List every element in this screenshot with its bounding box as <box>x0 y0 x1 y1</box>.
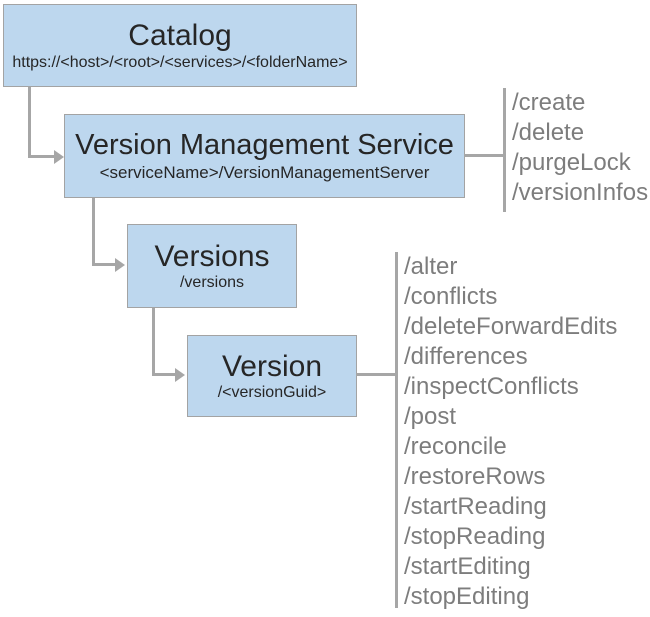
node-catalog: Catalog https://<host>/<root>/<services>… <box>3 4 357 87</box>
operation-label: /restoreRows <box>404 463 546 490</box>
connector-versions-to-version-vertical <box>152 308 155 376</box>
arrowhead-icon <box>115 258 125 272</box>
node-version-title: Version <box>221 349 323 383</box>
operation-label: /purgeLock <box>512 149 631 176</box>
operation-label: /conflicts <box>404 283 498 310</box>
node-vms-title: Version Management Service <box>75 128 454 161</box>
connector-catalog-to-vms-horizontal <box>28 155 56 158</box>
node-vms-subtitle: <serviceName>/VersionManagementServer <box>99 163 430 183</box>
connector-vms-to-versions-vertical <box>92 198 95 266</box>
operation-label: /create <box>512 89 586 116</box>
operation-label: /delete <box>512 119 585 146</box>
operation-label: /inspectConflicts <box>404 373 579 400</box>
vms-operations-bracket-line <box>503 88 506 212</box>
operation-label: /differences <box>404 343 528 370</box>
node-version: Version /<versionGuid> <box>187 335 357 417</box>
operation-label: /startReading <box>404 493 547 520</box>
operation-label: /alter <box>404 253 458 280</box>
operation-label: /startEditing <box>404 553 531 580</box>
node-version-subtitle: /<versionGuid> <box>217 384 327 402</box>
operation-label: /post <box>404 403 457 430</box>
node-catalog-subtitle: https://<host>/<root>/<services>/<folder… <box>12 54 348 72</box>
operation-label: /deleteForwardEdits <box>404 313 618 340</box>
version-operations-list: /alter/conflicts/deleteForwardEdits/diff… <box>404 252 617 612</box>
connector-version-to-operations <box>356 373 396 376</box>
operation-label: /stopReading <box>404 523 546 550</box>
connector-vms-to-operations <box>464 154 504 157</box>
node-version-management-service: Version Management Service <serviceName>… <box>64 114 465 198</box>
node-catalog-title: Catalog <box>128 18 232 52</box>
operation-label: /versionInfos <box>512 179 649 206</box>
operation-label: /stopEditing <box>404 583 530 610</box>
connector-versions-to-version-horizontal <box>152 373 177 376</box>
vms-operations-list: /create/delete/purgeLock/versionInfos <box>512 88 648 208</box>
connector-catalog-to-vms-vertical <box>28 87 31 158</box>
node-versions-subtitle: /versions <box>179 274 245 292</box>
version-operations-bracket-line <box>395 252 398 608</box>
arrowhead-icon <box>54 150 64 164</box>
operation-label: /reconcile <box>404 433 507 460</box>
node-versions-title: Versions <box>154 239 270 273</box>
connector-vms-to-versions-horizontal <box>92 263 117 266</box>
arrowhead-icon <box>175 368 185 382</box>
node-versions: Versions /versions <box>127 224 297 308</box>
